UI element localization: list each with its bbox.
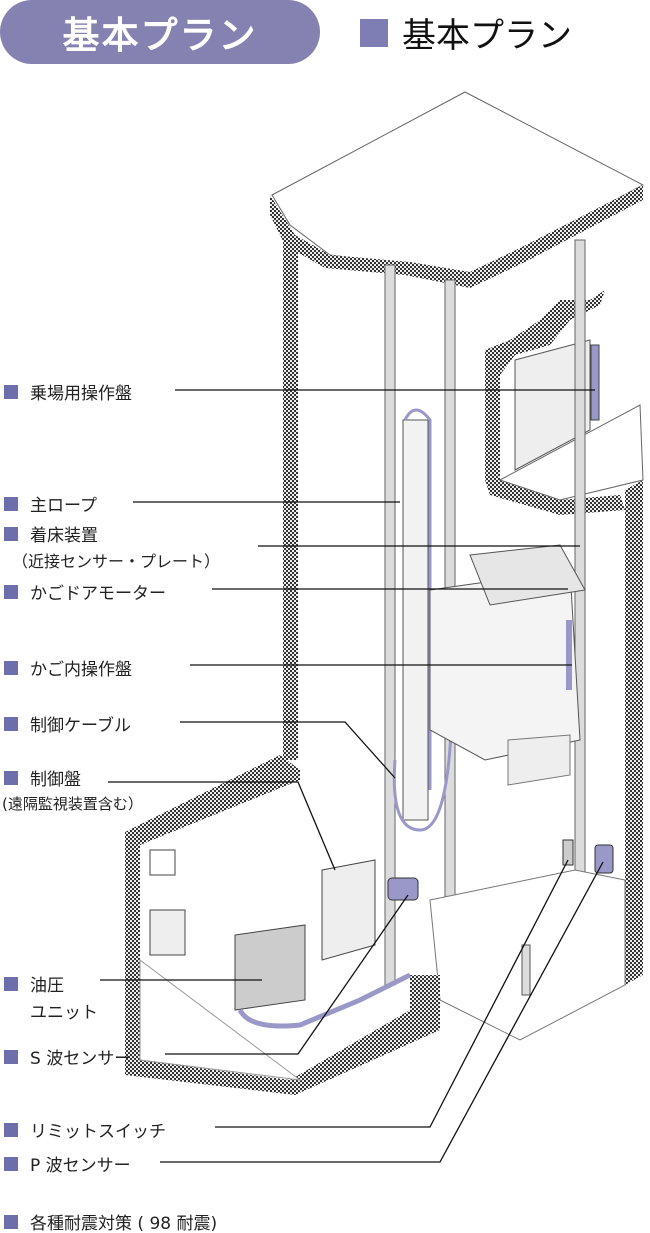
label-text: 制御盤 <box>30 770 81 790</box>
shaft-top <box>271 91 645 276</box>
car-sill <box>507 734 571 786</box>
bullet-square-icon <box>4 526 18 541</box>
label-text: 主ロープ <box>30 496 97 516</box>
bullet-square-icon <box>4 770 18 785</box>
bullet-square-icon <box>4 716 18 731</box>
bullet-square-icon <box>4 1214 18 1229</box>
bullet-square-icon <box>4 660 18 675</box>
landing-door <box>514 339 591 471</box>
control-panel <box>321 859 376 961</box>
label-text: 油圧 <box>30 976 64 996</box>
p-wave-sensor <box>594 844 614 874</box>
guide-rail-left <box>384 264 396 986</box>
buffer <box>521 944 531 996</box>
label-text: 各種耐震対策 ( 98 耐震) <box>30 1214 218 1233</box>
shaft-top-wall <box>270 185 643 288</box>
label-car-panel: かご内操作盤 <box>4 655 132 680</box>
label-text: 乗場用操作盤 <box>30 384 132 404</box>
landing-wall <box>485 290 625 515</box>
control-cable <box>392 699 454 832</box>
label-hall-panel: 乗場用操作盤 <box>4 379 132 404</box>
plan-badge-text: 基本プラン <box>62 14 258 57</box>
label-text: P 波センサー <box>30 1156 131 1176</box>
bullet-square-icon <box>4 384 18 399</box>
label-door-motor: かごドアモーター <box>4 579 166 604</box>
label-text: リミットスイッチ <box>30 1122 166 1142</box>
label-text: 制御ケーブル <box>30 716 131 736</box>
car-top-frame <box>469 544 586 606</box>
hydraulic-cylinder <box>402 419 429 821</box>
landing-floor <box>498 404 644 501</box>
s-wave-sensor <box>387 877 419 901</box>
bullet-square-icon <box>4 496 18 511</box>
label-subtext: (遠隔監視装置含む） <box>2 795 143 813</box>
label-subtext: （近接センサー・プレート） <box>12 552 221 571</box>
ventilation-fan <box>149 849 176 876</box>
label-text: かご内操作盤 <box>30 660 132 680</box>
bullet-square-icon <box>4 1156 18 1171</box>
label-s-wave-sensor: S 波センサー <box>4 1044 131 1069</box>
label-text: 着床装置 <box>30 526 98 546</box>
label-p-wave-sensor: P 波センサー <box>4 1151 131 1176</box>
bullet-square-icon <box>4 1049 18 1064</box>
plan-title-text: 基本プラン <box>402 16 572 56</box>
bullet-square-icon <box>4 584 18 599</box>
main-rope <box>403 408 432 790</box>
car-operating-panel <box>566 620 572 690</box>
label-landing-device: 着床装置 <box>4 521 98 546</box>
label-seismic-measures: 各種耐震対策 ( 98 耐震) <box>4 1209 217 1233</box>
label-subtext: ユニット <box>30 1003 98 1023</box>
louver <box>149 909 186 956</box>
label-text: かごドアモーター <box>30 584 166 604</box>
bullet-square-icon <box>4 976 18 991</box>
hydraulic-unit <box>234 924 306 1011</box>
label-main-rope: 主ロープ <box>4 491 97 516</box>
label-text: S 波センサー <box>30 1049 132 1069</box>
label-limit-switch: リミットスイッチ <box>4 1117 166 1142</box>
plan-badge: 基本プラン <box>0 0 320 64</box>
machine-room-floor <box>139 959 302 1081</box>
oil-pipe <box>237 972 412 1029</box>
label-hydraulic-unit: 油圧 <box>4 971 64 996</box>
plan-title: 基本プラン <box>360 8 572 57</box>
limit-switch <box>562 839 574 866</box>
hall-button-panel <box>590 344 600 421</box>
bullet-square-icon <box>360 18 388 47</box>
shaft-left-wall <box>283 235 298 760</box>
bullet-square-icon <box>4 1122 18 1137</box>
label-control-panel: 制御盤 <box>4 765 81 790</box>
label-control-cable: 制御ケーブル <box>4 711 131 736</box>
shaft-right-wall <box>625 480 643 985</box>
leader-lines <box>100 389 604 1163</box>
